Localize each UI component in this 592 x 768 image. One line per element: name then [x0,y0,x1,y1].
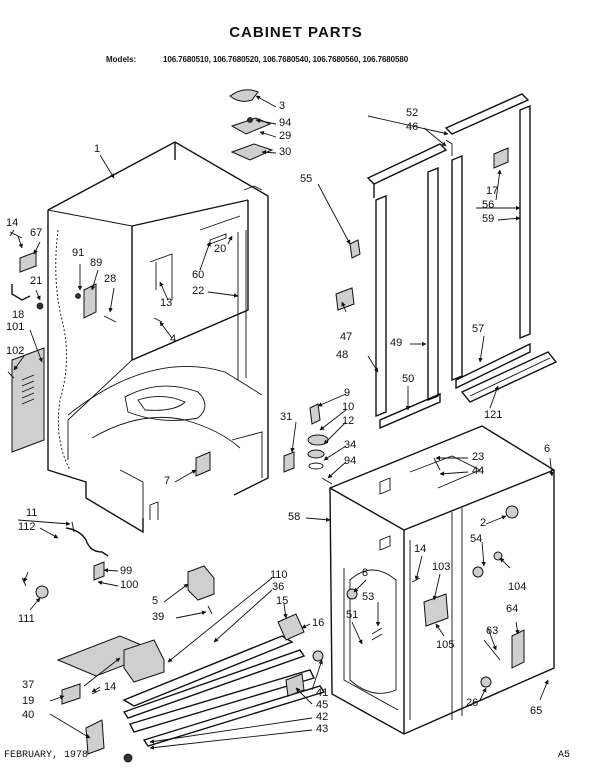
callout-26: 26 [466,697,479,709]
callout-12: 12 [342,415,355,427]
callout-103: 103 [432,561,451,573]
callout-39: 39 [152,611,165,623]
callout-53: 53 [362,591,375,603]
callout-14-lower: 14 [104,681,117,693]
callout-17: 17 [486,185,499,197]
callout-16: 16 [312,617,325,629]
callout-14-left: 14 [6,217,19,229]
center-hinge-parts [283,403,333,485]
footer-date: FEBRUARY, 1978 [4,750,89,761]
callout-112: 112 [18,521,36,533]
callout-4: 4 [170,333,177,345]
callout-43: 43 [316,723,329,735]
models-list: 106.7680510, 106.7680520, 106.7680540, 1… [163,55,409,64]
callout-99: 99 [120,565,133,577]
callout-42: 42 [316,711,329,723]
callout-34: 34 [344,439,357,451]
page-code: A5 [558,750,571,761]
callout-7: 7 [164,475,171,487]
callout-60: 60 [192,269,205,281]
callout-94-top: 94 [279,117,292,129]
callout-46: 46 [406,121,419,133]
callout-54: 54 [470,533,483,545]
callout-6: 6 [544,443,551,455]
callout-14-right: 14 [414,543,427,555]
callout-28: 28 [104,273,117,285]
callout-21: 21 [30,275,43,287]
callout-55: 55 [300,173,313,185]
diagram-title: CABINET PARTS [229,24,363,41]
callout-9: 9 [344,387,351,399]
callout-44: 44 [472,465,485,477]
callout-49: 49 [390,337,403,349]
callout-45: 45 [316,699,329,711]
callout-23: 23 [472,451,485,463]
callout-65: 65 [530,705,543,717]
callout-8: 8 [362,567,369,579]
callout-89: 89 [90,257,103,269]
callout-94-mid: 94 [344,455,357,467]
callout-105: 105 [436,639,455,651]
models-label: Models: [106,55,137,64]
callout-30: 30 [279,146,292,158]
callout-1: 1 [94,143,101,155]
callout-51: 51 [346,609,359,621]
callout-57: 57 [472,323,485,335]
top-hinge-parts [229,89,274,161]
callout-110: 110 [270,569,288,581]
callout-63: 63 [486,625,499,637]
callout-29: 29 [279,130,292,142]
callout-5: 5 [152,595,159,607]
callout-11: 11 [26,507,38,519]
callout-leader-lines [13,95,554,750]
callout-104: 104 [508,581,527,593]
callout-36: 36 [272,581,285,593]
callout-19: 19 [22,695,35,707]
callout-18: 18 [12,309,25,321]
callout-59: 59 [482,213,495,225]
callout-13: 13 [160,297,173,309]
callout-40: 40 [22,709,35,721]
cabinet-liner-part [329,425,555,735]
callout-64: 64 [506,603,519,615]
callout-47: 47 [340,331,353,343]
callout-37: 37 [22,679,35,691]
callout-3: 3 [279,100,286,112]
callout-41: 41 [316,687,329,699]
callout-111: 111 [18,613,35,625]
callout-50: 50 [402,373,415,385]
callout-48: 48 [336,349,349,361]
left-side-small-parts [7,229,211,477]
callout-102: 102 [6,345,25,357]
callout-101: 101 [6,321,25,333]
callout-2: 2 [480,517,487,529]
lower-left-parts [21,521,326,763]
callout-67: 67 [30,227,43,239]
callout-52: 52 [406,107,419,119]
callout-91: 91 [72,247,85,259]
callout-20: 20 [214,243,227,255]
callout-100: 100 [120,579,139,591]
callout-121: 121 [484,409,503,421]
callout-10: 10 [342,401,355,413]
door-gasket-frames [335,93,558,430]
callout-31: 31 [280,411,293,423]
callout-22: 22 [192,285,205,297]
cabinet-shell-part [47,141,269,534]
callout-56: 56 [482,199,495,211]
callout-58: 58 [288,511,301,523]
callout-15: 15 [276,595,289,607]
